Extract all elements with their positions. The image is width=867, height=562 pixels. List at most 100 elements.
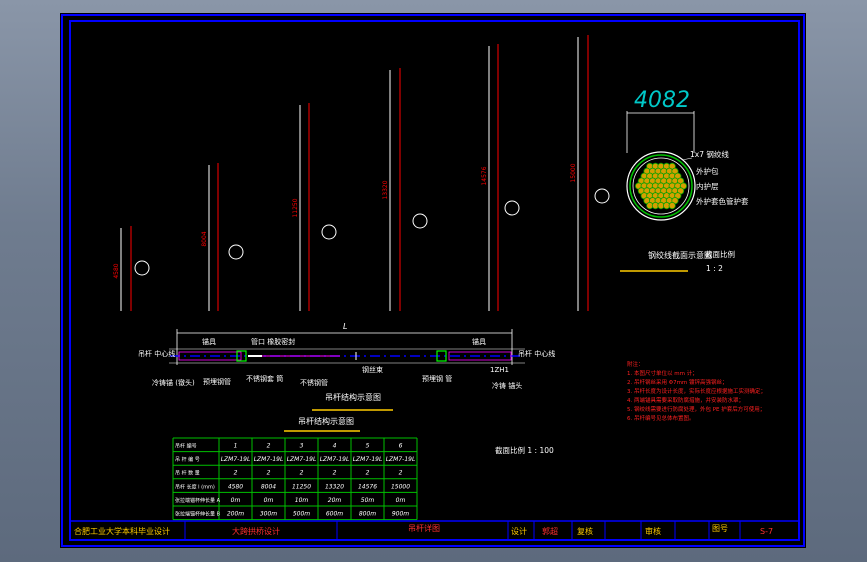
label-cold-cast-right: 冷铸 锚头 (492, 381, 522, 390)
hanger-3-height: 11250 (292, 198, 299, 217)
callout-outer-wrap: 外护包 (696, 166, 719, 176)
label-anchor-left: 锚具 (202, 337, 216, 346)
note-line: 6. 吊杆编号见总体布置图。 (627, 414, 695, 422)
cad-drawing: 4580 8004 11250 13320 14576 15000 4082 (61, 14, 805, 547)
table-cell: 2 (399, 470, 403, 477)
note-line: 5. 钢绞线需要进行防腐处理，外包 PE 护套后方可使用； (627, 405, 765, 413)
hanger-6-height: 15000 (570, 163, 577, 182)
cable-scale-label: 截面比例 (705, 249, 735, 259)
table-cell: 10m (295, 497, 309, 504)
table-cell: 2 (366, 470, 370, 477)
designer-name: 郭超 (542, 526, 558, 536)
table-header-cell: 2 (267, 443, 271, 450)
table-header-cell: 4 (333, 443, 337, 450)
table-cell: 张拉端锚杯伸长量 A (175, 497, 221, 504)
project-name: 大跨拱桥设计 (232, 526, 280, 536)
table-cell: 2 (333, 470, 337, 477)
table-cell: 吊 杆 编 号 (175, 456, 200, 463)
table-cell: 吊杆 长度 l (mm) (175, 483, 215, 490)
review-label: 审核 (645, 526, 661, 536)
table-cell: 张拉端锚杯伸长量 B (175, 511, 221, 518)
hanger-4-height: 13320 (382, 180, 389, 199)
table-cell: 2 (234, 470, 238, 477)
hanger-1-height: 4580 (113, 263, 120, 278)
title-block: 合肥工业大学本科毕业设计 大跨拱桥设计 吊杆详图 设计 郭超 复核 审核 图号 … (70, 520, 799, 540)
cable-scale-value: 1 : 2 (706, 264, 723, 273)
outer-frame (61, 14, 805, 547)
table-cell: 8004 (261, 483, 276, 490)
table-cell: 14576 (358, 483, 377, 490)
table-cell: 600m (326, 511, 343, 518)
cable-view-title: 钢绞线截面示意图 (648, 250, 712, 260)
label-right-mark: 1ZH1 (490, 366, 509, 374)
table-cell: 吊 杆 数 量 (175, 470, 200, 477)
hanger-5-height: 14576 (481, 166, 488, 185)
note-line: 4. 两端锚具需要采取防腐措施，并安装防水罩； (627, 396, 744, 404)
hanger-structure-diagram: L 吊杆 中心线 锚具 管口 橡胶密封 冷铸锚 (镦头) 预埋钢管 不锈钢套 筒… (138, 322, 555, 432)
note-line: 3. 吊杆长度为设计长度，实际长度应根据施工实测确定； (627, 387, 766, 395)
hanger-1: 4580 (113, 226, 150, 311)
structure-title-2: 吊杆结构示意图 (298, 416, 354, 426)
table-header-cell: 5 (366, 443, 370, 450)
table-cell: 15000 (391, 483, 410, 490)
table-cell: 2 (300, 470, 304, 477)
table-cell: 50m (361, 497, 375, 504)
table-cell: 13320 (325, 483, 344, 490)
length-dim-label: L (343, 322, 347, 331)
table-cell: 20m (328, 497, 342, 504)
hanger-3: 11250 (292, 103, 337, 311)
cable-strands (634, 162, 688, 210)
label-left-center: 吊杆 中心线 (138, 349, 175, 358)
label-right-center: 吊杆 中心线 (518, 349, 555, 358)
school-name: 合肥工业大学本科毕业设计 (74, 526, 170, 536)
table-cell: LZM7-19L (221, 456, 251, 463)
note-line: 附注： (627, 360, 644, 368)
table-cell: 900m (392, 511, 409, 518)
inner-frame (69, 20, 800, 541)
table-cell: LZM7-19L (287, 456, 317, 463)
dimension-4082: 4082 (634, 88, 690, 113)
callout-sheath: 外护套色管护套 (696, 196, 749, 206)
cad-viewport[interactable]: 4580 8004 11250 13320 14576 15000 4082 (60, 13, 806, 548)
label-stainless: 不锈钢套 筒 (246, 374, 283, 383)
table-cell: 200m (227, 511, 244, 518)
callout-strand: 1x7 钢绞线 (690, 149, 729, 159)
table-cell: 0m (264, 497, 274, 504)
design-label: 设计 (511, 526, 527, 536)
hanger-2-height: 8004 (201, 231, 208, 246)
hanger-6: 15000 (570, 35, 610, 311)
cable-section-view: 4082 1x7 钢绞线 外护包 内护层 外护套色管护套 钢绞线截面示意图 截面… (620, 88, 749, 273)
table-cell: LZM7-19L (254, 456, 284, 463)
hanger-2: 8004 (201, 163, 244, 311)
hanger-4: 13320 (382, 68, 428, 311)
label-steel-wire: 钢丝束 (362, 365, 383, 374)
table-cell: 0m (396, 497, 406, 504)
table-cell: 11250 (292, 483, 311, 490)
table-cell: 4580 (228, 483, 243, 490)
table-cell: LZM7-19L (320, 456, 350, 463)
label-stainless2: 不锈钢管 (300, 378, 328, 387)
label-anchor-right: 锚具 (472, 337, 486, 346)
label-sleeve-top: 管口 橡胶密封 (251, 337, 295, 346)
label-pre-tube: 预埋钢管 (203, 377, 231, 386)
table-cell: 300m (260, 511, 277, 518)
table-cell: LZM7-19L (353, 456, 383, 463)
table-header-cell: 6 (399, 443, 403, 450)
cable-callouts: 1x7 钢绞线 外护包 内护层 外护套色管护套 (681, 149, 749, 206)
sheet-label: 图号 (712, 524, 728, 533)
check-label: 复核 (577, 526, 593, 536)
table-cell: 2 (267, 470, 271, 477)
table-header-cell: 3 (300, 443, 304, 450)
table-header-cell: 吊杆 编号 (175, 443, 197, 450)
table-cell: LZM7-19L (386, 456, 416, 463)
sheet-number: S-7 (760, 527, 773, 536)
structure-title: 吊杆结构示意图 (325, 392, 381, 402)
callout-inner-layer: 内护层 (696, 181, 719, 191)
label-cold-cast: 冷铸锚 (镦头) (152, 378, 195, 387)
note-line: 1. 本图尺寸单位以 mm 计； (627, 369, 698, 377)
section-scale-label: 截面比例 1 : 100 (495, 445, 554, 455)
structure-labels: 吊杆 中心线 锚具 管口 橡胶密封 冷铸锚 (镦头) 预埋钢管 不锈钢套 筒 不… (138, 337, 555, 390)
table-cell: 800m (359, 511, 376, 518)
note-line: 2. 吊杆钢丝采用 Φ7mm 镀锌高强钢丝； (627, 378, 728, 386)
label-pre-tube-right: 预埋钢 管 (422, 374, 452, 383)
